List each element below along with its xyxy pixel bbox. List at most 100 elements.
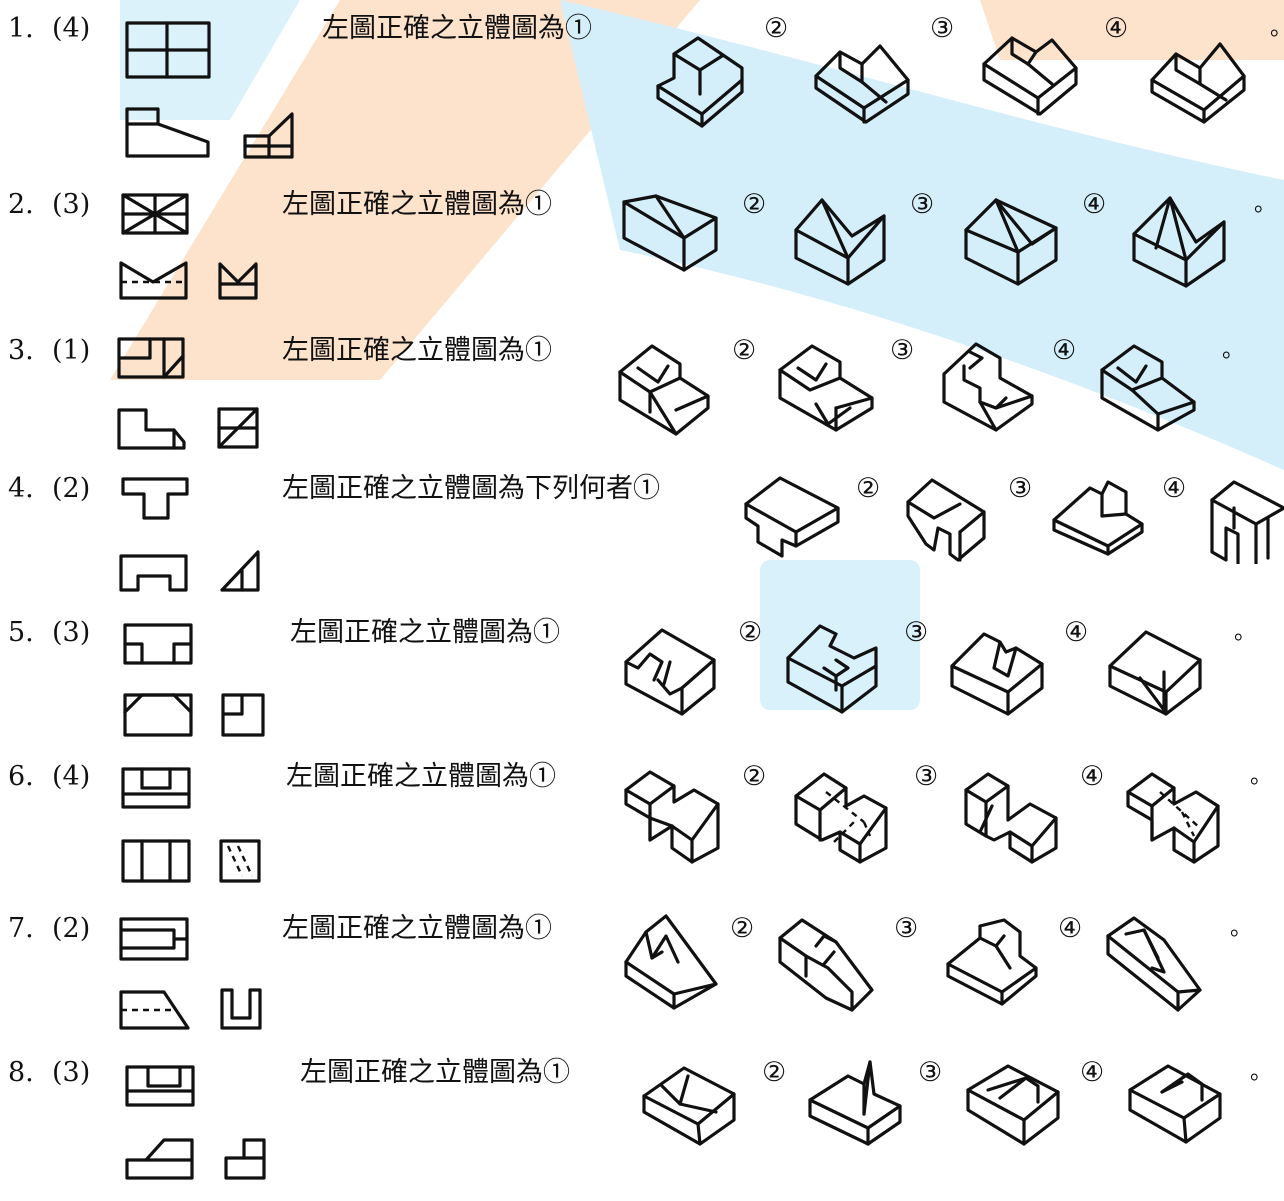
- question-answer: (3): [52, 617, 91, 648]
- question-2: 2. (3) 左圖正確之立體圖為① ② ③ ④ 。: [0, 186, 1284, 331]
- question-number: 1.: [8, 13, 34, 44]
- option-2-figure: [794, 198, 886, 286]
- option-2-figure: [778, 918, 874, 1012]
- option-4-label: ④: [1080, 761, 1105, 792]
- option-2-label: ②: [856, 473, 881, 504]
- question-end-mark: 。: [1254, 192, 1277, 217]
- question-end-mark: 。: [1270, 14, 1284, 44]
- option-3-label: ③: [890, 335, 915, 366]
- option-4-figure: [1106, 916, 1202, 1012]
- top-view: [117, 337, 185, 379]
- option-2-label: ②: [764, 13, 789, 44]
- option-3-figure: [982, 36, 1078, 116]
- option-3-label: ③: [894, 913, 919, 944]
- option-1-figure: [624, 770, 720, 864]
- option-3-figure: [964, 198, 1058, 286]
- question-number: 3.: [8, 335, 34, 366]
- question-5: 5. (3) 左圖正確之立體圖為① ② ③ ④ 。: [0, 618, 1284, 763]
- option-3-figure: [946, 918, 1038, 1006]
- option-4-figure: [1150, 42, 1246, 124]
- option-1-figure: [624, 914, 718, 1010]
- question-8: 8. (3) 左圖正確之立體圖為① ② ③ ④ 。: [0, 1056, 1284, 1201]
- option-3-label: ③: [1008, 473, 1033, 504]
- question-answer: (4): [52, 761, 91, 792]
- option-4-label: ④: [1104, 13, 1129, 44]
- option-1-figure: [656, 36, 744, 128]
- front-view: [119, 990, 190, 1030]
- front-view: [121, 839, 191, 883]
- option-4-figure: [1132, 196, 1226, 288]
- option-2-figure: [906, 478, 986, 562]
- question-answer: (3): [52, 189, 91, 220]
- question-text: 左圖正確之立體圖為下列何者①: [282, 473, 660, 504]
- question-7: 7. (2) 左圖正確之立體圖為① ② ③ ④ 。: [0, 912, 1284, 1057]
- side-view: [243, 112, 294, 159]
- side-view: [220, 550, 260, 592]
- front-view: [125, 107, 210, 158]
- question-answer: (2): [52, 473, 91, 504]
- option-3-label: ③: [910, 189, 935, 220]
- side-view: [219, 839, 261, 883]
- top-view: [121, 193, 189, 235]
- front-view: [125, 1138, 194, 1180]
- question-number: 2.: [8, 189, 34, 220]
- option-2-label: ②: [732, 335, 757, 366]
- side-view: [217, 407, 259, 449]
- option-2-figure: [808, 1060, 902, 1146]
- option-4-label: ④: [1064, 617, 1089, 648]
- question-number: 5.: [8, 617, 34, 648]
- top-view: [123, 623, 193, 665]
- question-text: 左圖正確之立體圖為①: [290, 617, 560, 648]
- side-view: [221, 693, 265, 737]
- question-text: 左圖正確之立體圖為①: [282, 913, 552, 944]
- side-view: [224, 1138, 266, 1180]
- option-2-label: ②: [742, 189, 767, 220]
- option-2-label: ②: [742, 761, 767, 792]
- option-1-figure: [622, 194, 718, 272]
- question-text: 左圖正確之立體圖為①: [282, 189, 552, 220]
- option-3-label: ③: [918, 1057, 943, 1088]
- option-1-figure: [618, 344, 710, 436]
- option-3-figure: [942, 342, 1034, 432]
- question-text: 左圖正確之立體圖為①: [322, 13, 592, 44]
- question-end-mark: 。: [1230, 916, 1253, 941]
- option-4-label: ④: [1058, 913, 1083, 944]
- side-view: [218, 262, 258, 300]
- option-4-label: ④: [1162, 473, 1187, 504]
- question-3: 3. (1) 左圖正確之立體圖為① ② ③ ④ 。: [0, 332, 1284, 477]
- option-3-label: ③: [904, 617, 929, 648]
- option-4-label: ④: [1052, 335, 1077, 366]
- option-1-figure: [642, 1066, 736, 1146]
- option-2-label: ②: [738, 617, 763, 648]
- option-2-figure: [794, 772, 888, 864]
- option-2-figure: [814, 44, 910, 124]
- question-number: 6.: [8, 761, 34, 792]
- question-6: 6. (4) 左圖正確之立體圖為① ② ③ ④ 。: [0, 762, 1284, 907]
- option-4-figure: [1108, 630, 1202, 716]
- option-3-figure: [964, 772, 1058, 864]
- top-view: [125, 21, 211, 79]
- option-4-label: ④: [1082, 189, 1107, 220]
- question-end-mark: 。: [1250, 1060, 1273, 1085]
- question-text: 左圖正確之立體圖為①: [300, 1057, 570, 1088]
- option-4-label: ④: [1080, 1057, 1105, 1088]
- question-1: 1. (4) 左圖正確之立體圖為① ② ③ ④ 。: [0, 10, 1284, 159]
- front-view: [117, 408, 186, 450]
- side-view: [220, 988, 262, 1030]
- watermark-blue-arc: [560, 0, 1284, 470]
- front-view: [119, 554, 188, 592]
- question-answer: (2): [52, 913, 91, 944]
- top-view: [125, 1065, 195, 1107]
- top-view: [121, 767, 191, 809]
- top-view: [119, 917, 189, 961]
- option-3-label: ③: [914, 761, 939, 792]
- question-answer: (4): [52, 13, 91, 44]
- option-4-figure: [1100, 344, 1196, 432]
- option-3-figure: [1052, 480, 1144, 556]
- option-2-figure: [786, 624, 878, 714]
- front-view: [123, 693, 193, 737]
- question-end-mark: 。: [1250, 764, 1273, 789]
- question-text: 左圖正確之立體圖為①: [286, 761, 556, 792]
- question-number: 7.: [8, 913, 34, 944]
- question-answer: (1): [52, 335, 91, 366]
